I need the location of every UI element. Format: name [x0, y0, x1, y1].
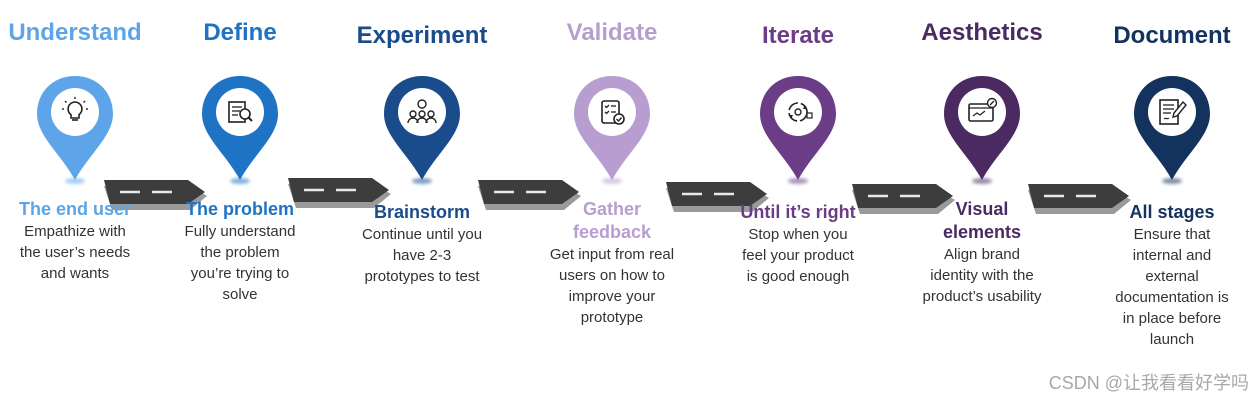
stage-iterate: Iterate Until it’s right Stop when you fe…: [718, 0, 878, 405]
road-arrow-6: [1028, 178, 1132, 218]
stage-subtitle: Brainstorm: [373, 202, 471, 222]
stage-description-line: Fully understand: [184, 223, 296, 240]
road-arrow-4: [666, 176, 770, 216]
watermark: CSDN @让我看看好学吗: [1048, 373, 1249, 393]
iterate-cycle-icon: [778, 92, 818, 132]
stage-description-line: improve your: [568, 288, 656, 305]
stage-description-line: external: [1145, 268, 1199, 285]
map-pin: [382, 74, 462, 192]
stage-description-line: in place before: [1122, 310, 1222, 327]
map-pin: [942, 74, 1022, 192]
map-pin: [1132, 74, 1212, 192]
document-pen-icon: [1152, 92, 1192, 132]
stage-description-line: and wants: [40, 265, 110, 282]
stage-description-line: the problem: [200, 244, 280, 261]
stage-subtitle: Visual elements: [942, 199, 1022, 242]
stage-description-line: you’re trying to: [190, 265, 290, 282]
stage-description-line: product’s usability: [922, 288, 1042, 305]
stage-description-line: have 2-3: [392, 247, 452, 264]
stage-title: Define: [203, 19, 277, 46]
stage-subtitle: All stages: [1129, 202, 1215, 222]
stage-description-line: prototype: [580, 309, 644, 326]
stage-description-line: users on how to: [559, 267, 665, 284]
pin-shadow: [788, 178, 808, 184]
stage-subtitle: The end user: [18, 199, 132, 219]
stage-validate: Validate Gather feedback Get input from …: [532, 0, 692, 405]
stage-description-line: the user’s needs: [19, 244, 131, 261]
stage-subtitle: Until it’s right: [740, 202, 856, 222]
stage-aesthetics: Aesthetics Visual elements Align brand id…: [897, 0, 1067, 405]
stage-title: Aesthetics: [921, 19, 1043, 46]
road-arrow-5: [852, 178, 956, 218]
pin-shadow: [972, 178, 992, 184]
stage-subtitle: Gather feedback: [572, 199, 652, 242]
stage-description-line: Get input from real: [549, 246, 675, 263]
stage-description-line: launch: [1149, 331, 1195, 348]
stage-description-line: internal and: [1132, 247, 1212, 264]
stage-description-line: Ensure that: [1133, 226, 1211, 243]
stage-title: Validate: [566, 19, 658, 46]
pin-shadow: [602, 178, 622, 184]
road-arrow-2: [288, 172, 392, 212]
magnifier-document-icon: [220, 92, 260, 132]
stage-description-line: feel your product: [742, 247, 854, 264]
stage-description-line: solve: [222, 286, 258, 303]
stage-description-line: documentation is: [1115, 289, 1229, 306]
lightbulb-icon: [55, 92, 95, 132]
map-pin: [572, 74, 652, 192]
stage-understand: Understand The end user Empathize with th…: [0, 0, 160, 405]
pin-shadow: [230, 178, 250, 184]
map-pin: [35, 74, 115, 192]
road-arrow-1: [104, 174, 208, 214]
road-arrow-3: [478, 174, 582, 214]
design-screen-icon: [962, 92, 1002, 132]
stage-description-line: Align brand: [944, 246, 1020, 263]
stage-description-line: is good enough: [746, 268, 850, 285]
stage-description-line: prototypes to test: [364, 268, 480, 285]
pin-shadow: [65, 178, 85, 184]
checklist-icon: [592, 92, 632, 132]
stage-define: Define The problem Fully understand the p…: [165, 0, 315, 405]
stage-description-line: identity with the: [930, 267, 1034, 284]
stage-title: Understand: [8, 19, 142, 46]
stage-description-line: Empathize with: [24, 223, 126, 240]
stage-document: Document All stages Ensure that internal …: [1097, 0, 1247, 405]
pin-shadow: [1162, 178, 1182, 184]
stage-description-line: Continue until you: [361, 226, 483, 243]
map-pin: [758, 74, 838, 192]
map-pin: [200, 74, 280, 192]
pin-shadow: [412, 178, 432, 184]
brainstorm-team-icon: [402, 92, 442, 132]
stage-experiment: Experiment Brainstorm Continue until you…: [337, 0, 507, 405]
stage-title: Experiment: [356, 22, 488, 49]
stage-description-line: Stop when you: [748, 226, 848, 243]
stage-subtitle: The problem: [185, 199, 294, 219]
stage-title: Document: [1113, 22, 1231, 49]
stage-title: Iterate: [761, 22, 835, 49]
